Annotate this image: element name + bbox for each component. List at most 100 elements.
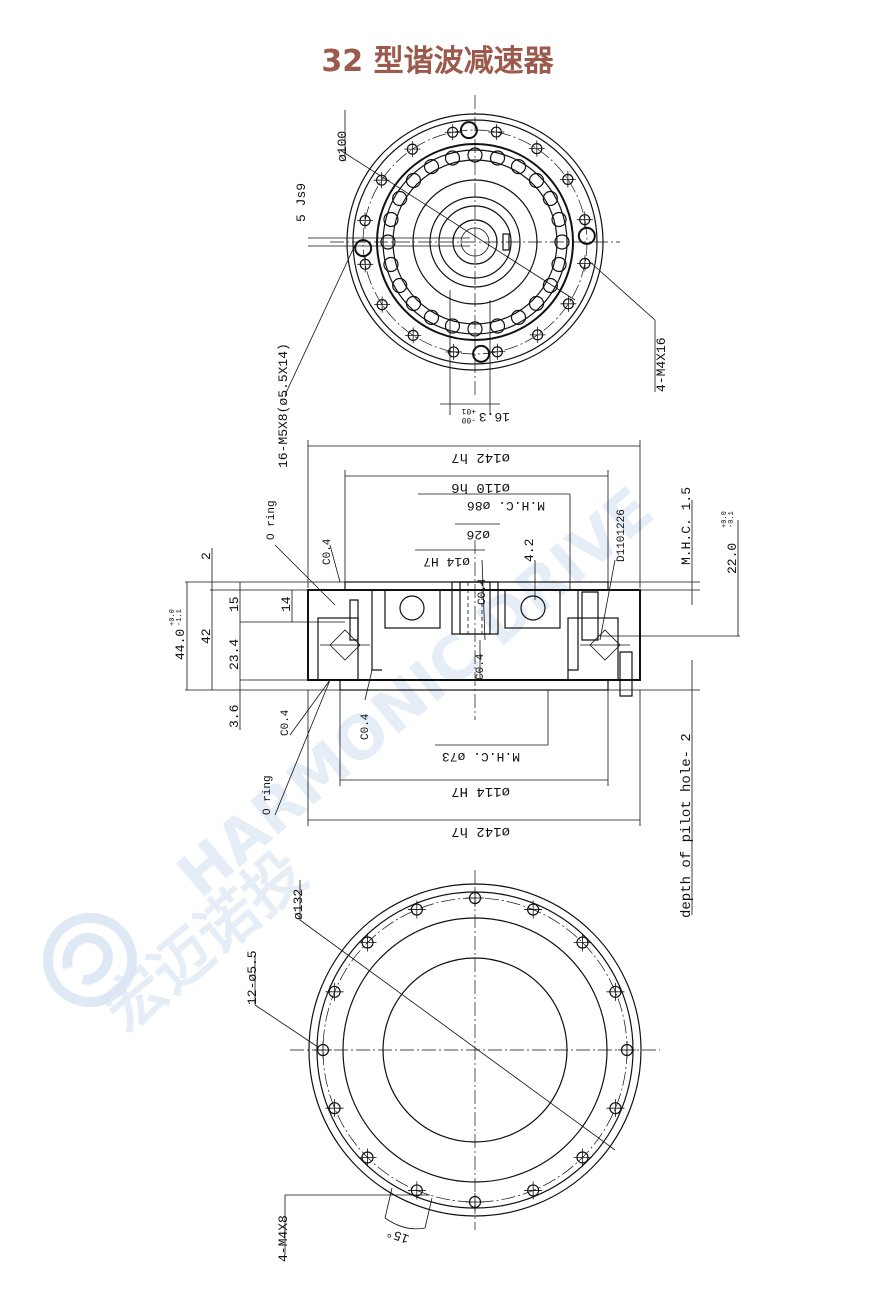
diameter-dims: ø142 h7 ø110 h6 M.H.C. ø86 ø26 ø14 H7 M.… xyxy=(307,440,641,839)
bolt-hole xyxy=(524,900,543,919)
bolt-hole xyxy=(407,1181,426,1200)
dim-d132: ø132 xyxy=(291,889,306,920)
dim-d14: ø14 H7 xyxy=(423,554,470,569)
dim-h42: 42 xyxy=(199,628,214,644)
section-body xyxy=(185,540,700,720)
tapped-hole xyxy=(472,344,491,363)
dim-h22-tol-upper: +0.0 xyxy=(721,511,729,528)
roller xyxy=(542,277,558,294)
dim-d142-bottom: ø142 h7 xyxy=(451,823,510,839)
roller xyxy=(380,234,396,250)
dim-h22-tol-lower: -0.1 xyxy=(728,511,736,528)
height-dims: 2 15 14 42 23.4 3.6 44.0 +0.0 -1.1 xyxy=(169,548,294,730)
dim-d1101226: D1101226 xyxy=(616,509,628,562)
roller xyxy=(405,295,422,312)
dim-d110: ø110 h6 xyxy=(451,479,510,495)
dim-h4-2: 4.2 xyxy=(522,539,537,562)
dim-h2: 2 xyxy=(199,552,214,560)
dim-shaft-tol-upper: +01 xyxy=(461,406,476,415)
dim-d114: ø114 H7 xyxy=(451,783,510,799)
roller xyxy=(528,172,545,189)
top-bearing-rollers xyxy=(380,147,570,337)
roller xyxy=(467,147,483,163)
dim-shaft: 16.3 xyxy=(479,409,510,424)
bolt-hole xyxy=(325,1099,344,1118)
roller xyxy=(444,318,461,334)
top-bolt-holes xyxy=(354,121,596,363)
bolt-hole xyxy=(618,1041,636,1059)
dim-angle-15: 15° xyxy=(384,1224,411,1246)
roller xyxy=(542,190,558,207)
bolt-hole xyxy=(325,982,344,1001)
roller xyxy=(554,234,570,250)
dim-mhc86: M.H.C. ø86 xyxy=(467,498,545,513)
top-view: ø100 5 Js9 16-M5X8(ø5.5X14) 4-M4X16 16.3… xyxy=(276,95,669,468)
bolt-hole xyxy=(488,124,505,141)
bolt-hole xyxy=(489,343,506,360)
dim-4-m4x8: 4-M4X8 xyxy=(276,1215,291,1262)
dim-h44: 44.0 xyxy=(173,629,188,660)
right-dims: 4.2 M.H.C. 1.5 22.0 +0.0 -0.1 D1101226 d… xyxy=(522,487,740,918)
pilot-hole-note: depth of pilot hole- 2 xyxy=(679,733,695,918)
tapped-hole xyxy=(577,226,596,245)
roller xyxy=(510,159,527,175)
bottom-bolt-holes xyxy=(314,889,636,1211)
chamfer-c04-e: C0.4 xyxy=(475,653,487,680)
roller xyxy=(383,256,399,273)
chamfer-c04-a: C0.4 xyxy=(322,538,334,565)
watermark: 宏迈诺投 HARMONIC DRIVE xyxy=(43,474,667,1046)
roller xyxy=(551,211,567,228)
dim-12-holes: 12-ø5.5 xyxy=(245,950,260,1005)
bolt-hole xyxy=(524,1181,543,1200)
roller xyxy=(383,211,399,228)
bolt-hole xyxy=(358,933,377,952)
bolt-hole xyxy=(529,326,546,343)
roller xyxy=(423,159,440,175)
roller xyxy=(528,295,545,312)
dim-mounting-holes: 16-M5X8(ø5.5X14) xyxy=(276,343,291,468)
bolt-hole xyxy=(404,141,421,158)
dim-d100: ø100 xyxy=(335,131,350,162)
bolt-hole xyxy=(576,255,593,272)
roller xyxy=(510,309,527,325)
oring-label-top: O ring xyxy=(266,500,278,540)
bolt-hole xyxy=(576,211,593,228)
oring-label-bottom: O ring xyxy=(262,775,274,815)
bolt-hole xyxy=(528,140,545,157)
chamfer-c04-c: C0.4 xyxy=(360,713,372,740)
bolt-hole xyxy=(606,982,625,1001)
tapped-hole xyxy=(459,121,478,140)
bolt-hole xyxy=(374,296,391,313)
bolt-hole xyxy=(573,933,592,952)
dim-mhc73: M.H.C. ø73 xyxy=(442,749,520,764)
dim-tapped-holes: 4-M4X16 xyxy=(654,337,669,392)
bolt-hole xyxy=(445,343,462,360)
bottom-view: ø132 12-ø5.5 4-M4X8 15° xyxy=(245,870,660,1262)
dim-h22: 22.0 xyxy=(725,543,740,574)
bolt-hole xyxy=(357,256,374,273)
bolt-hole xyxy=(444,124,461,141)
dim-h14: 14 xyxy=(279,596,294,612)
roller xyxy=(489,150,506,166)
roller xyxy=(392,190,408,207)
bolt-hole xyxy=(560,295,577,312)
chamfer-labels: C0.4 C0.4 C0.4 C0.4 C0.4 O ring O ring xyxy=(262,500,489,816)
bolt-hole xyxy=(357,212,374,229)
dim-h44-tol-upper: +0.0 xyxy=(169,609,177,626)
roller xyxy=(392,277,408,294)
roller xyxy=(489,318,506,334)
page-title: 32 型谐波减速器 xyxy=(321,44,554,79)
chamfer-c04-d: C0.4 xyxy=(477,578,489,605)
dim-h44-tol-lower: -1.1 xyxy=(176,609,184,626)
section-view: ø142 h7 ø110 h6 M.H.C. ø86 ø26 ø14 H7 M.… xyxy=(169,440,740,918)
bolt-hole xyxy=(358,1148,377,1167)
bolt-hole xyxy=(314,1041,332,1059)
bolt-hole xyxy=(559,171,576,188)
dim-d26: ø26 xyxy=(467,527,490,542)
bolt-hole xyxy=(407,900,426,919)
dim-h23-4: 23.4 xyxy=(227,639,242,670)
roller xyxy=(405,172,422,189)
bolt-hole xyxy=(405,327,422,344)
dim-keyway: 5 Js9 xyxy=(294,183,309,222)
